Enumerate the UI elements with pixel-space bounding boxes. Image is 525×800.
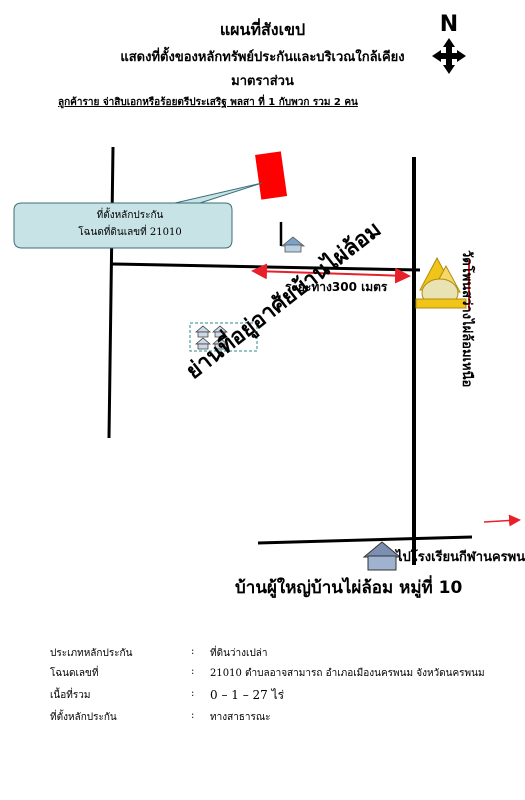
school-icon bbox=[362, 541, 402, 571]
info-value-location: ทางสาธารณะ bbox=[210, 712, 271, 723]
direction-arrow bbox=[483, 514, 521, 527]
temple-label: วัดโพนสว่างไผ่ล้อมเหนือ bbox=[459, 250, 474, 388]
collateral-callout bbox=[13, 182, 263, 249]
info-value-deed: 21010 ตำบลอาจสามารถ อำเภอเมืองนครพนม จัง… bbox=[210, 668, 485, 679]
info-colon: : bbox=[191, 710, 195, 721]
callout-line-1: ที่ตั้งหลักประกัน bbox=[96, 210, 164, 221]
info-colon: : bbox=[191, 688, 195, 699]
distance-label: ระยะทาง300 เมตร bbox=[285, 280, 388, 294]
village-label: บ้านผู้ใหญ่บ้านไผ่ล้อม หมู่ที่ 10 bbox=[235, 578, 463, 598]
north-letter: N bbox=[439, 12, 459, 37]
road-north bbox=[111, 262, 421, 272]
info-colon: : bbox=[191, 646, 195, 657]
map-title: แผนที่สังเขป bbox=[219, 20, 306, 39]
compass-arrows-icon bbox=[432, 38, 466, 74]
house-cluster-icon bbox=[189, 322, 258, 352]
road-south bbox=[257, 535, 473, 545]
info-value-area: 0 – 1 – 27 ไร่ bbox=[210, 688, 285, 702]
callout-line-2: โฉนดที่ดินเลขที่ 21010 bbox=[78, 227, 182, 238]
collateral-parcel bbox=[255, 151, 288, 200]
info-label-location: ที่ตั้งหลักประกัน bbox=[50, 712, 117, 723]
info-colon: : bbox=[191, 666, 195, 677]
road-west bbox=[107, 146, 115, 439]
owner-line: ลูกค้าราย จ่าสิบเอกหรือร้อยตรีประเสริฐ พ… bbox=[58, 97, 358, 108]
school-label: ไปโรงเรียนกีฬานครพนม bbox=[396, 550, 525, 565]
distance-arrow bbox=[251, 263, 411, 284]
north-compass: N bbox=[432, 14, 466, 74]
map-subtitle: แสดงที่ตั้งของหลักทรัพย์ประกันและบริเวณใ… bbox=[120, 50, 405, 65]
house-icon bbox=[280, 236, 306, 253]
info-label-area: เนื้อที่รวม bbox=[50, 690, 91, 701]
temple-icon bbox=[415, 256, 470, 310]
info-label-deed: โฉนดเลขที่ bbox=[50, 668, 99, 679]
info-label-type: ประเภทหลักประกัน bbox=[50, 648, 133, 659]
info-value-type: ที่ดินว่างเปล่า bbox=[210, 648, 268, 659]
scale-note: มาตราส่วน bbox=[231, 74, 294, 89]
